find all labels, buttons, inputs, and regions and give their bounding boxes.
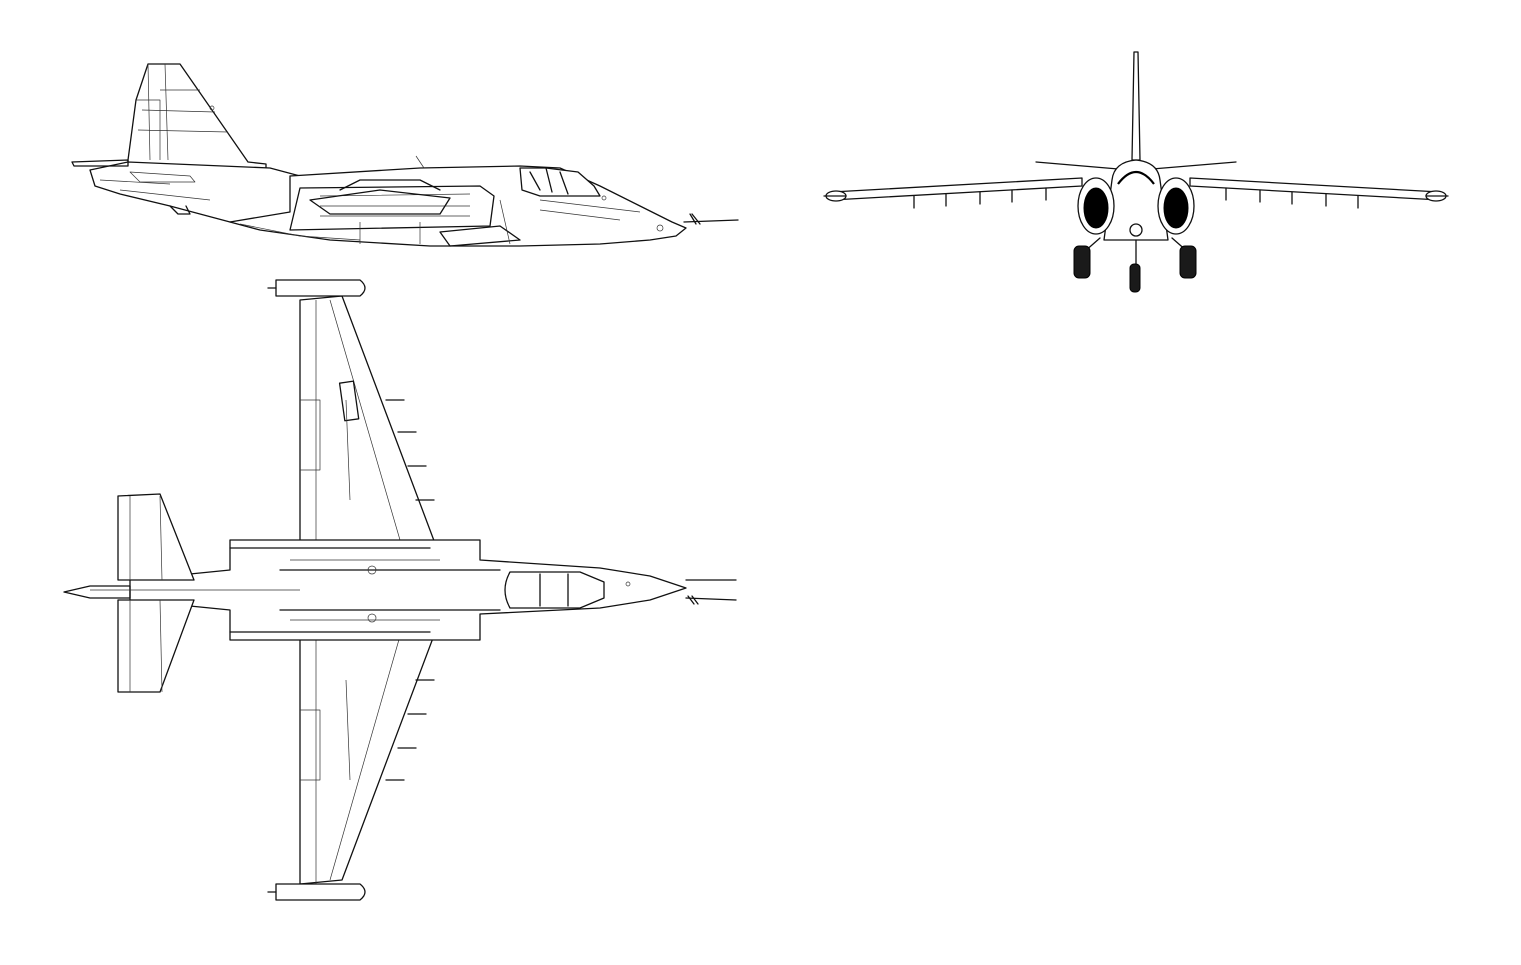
top-wingtip-pod-upper [275, 279, 366, 297]
top-pylons-lower [385, 679, 435, 781]
side-view-airframe [71, 63, 739, 247]
front-fin [1131, 51, 1141, 161]
top-tailplane-upper [117, 493, 195, 581]
top-tailplane-lower [117, 599, 195, 693]
top-fuselage [129, 539, 687, 641]
top-canopy [504, 571, 605, 609]
front-main-wheel-left [1073, 245, 1091, 279]
front-main-wheel-right [1179, 245, 1197, 279]
top-wingtip-pod-lower [275, 883, 366, 901]
front-intake-right [1163, 187, 1189, 229]
top-view-airframe [63, 279, 737, 901]
top-pylons-upper [385, 399, 435, 501]
front-view-airframe [823, 51, 1449, 293]
front-wing-left [831, 177, 1083, 201]
front-pylons [913, 187, 1359, 209]
front-wing-right [1189, 177, 1441, 201]
front-nose-wheel [1129, 263, 1141, 293]
front-intake-left [1083, 187, 1109, 229]
